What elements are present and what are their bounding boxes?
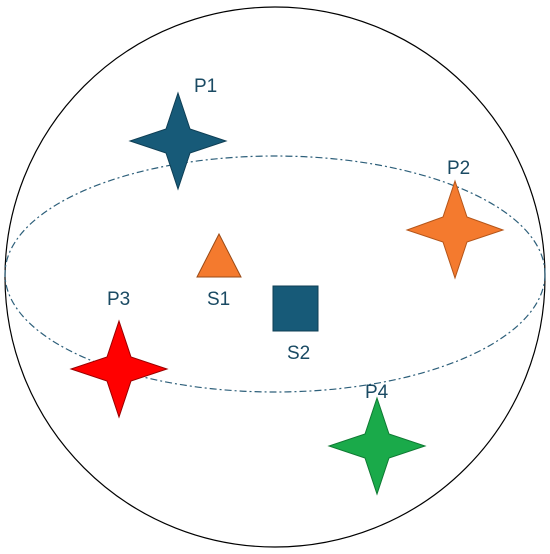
label-p4: P4 xyxy=(365,382,389,403)
label-s2: S2 xyxy=(287,343,310,364)
triangle-s1-shape xyxy=(196,232,242,278)
star-p2-shape xyxy=(405,179,505,280)
point-p2: P2 xyxy=(405,158,505,280)
sphere-outline xyxy=(4,6,546,548)
square-s2-shape xyxy=(272,285,319,332)
point-p3: P3 xyxy=(69,289,169,419)
label-p3: P3 xyxy=(107,289,130,310)
point-p1: P1 xyxy=(128,76,228,191)
source-s2: S2 xyxy=(272,285,319,364)
star-p1-shape xyxy=(128,91,228,191)
source-s1: S1 xyxy=(196,232,242,310)
equator-ellipse xyxy=(4,155,546,393)
label-p1: P1 xyxy=(194,76,217,97)
star-p3-shape xyxy=(69,319,169,419)
label-s1: S1 xyxy=(207,289,230,310)
label-p2: P2 xyxy=(447,158,470,179)
star-p4-shape xyxy=(327,396,427,496)
point-p4: P4 xyxy=(327,382,427,496)
